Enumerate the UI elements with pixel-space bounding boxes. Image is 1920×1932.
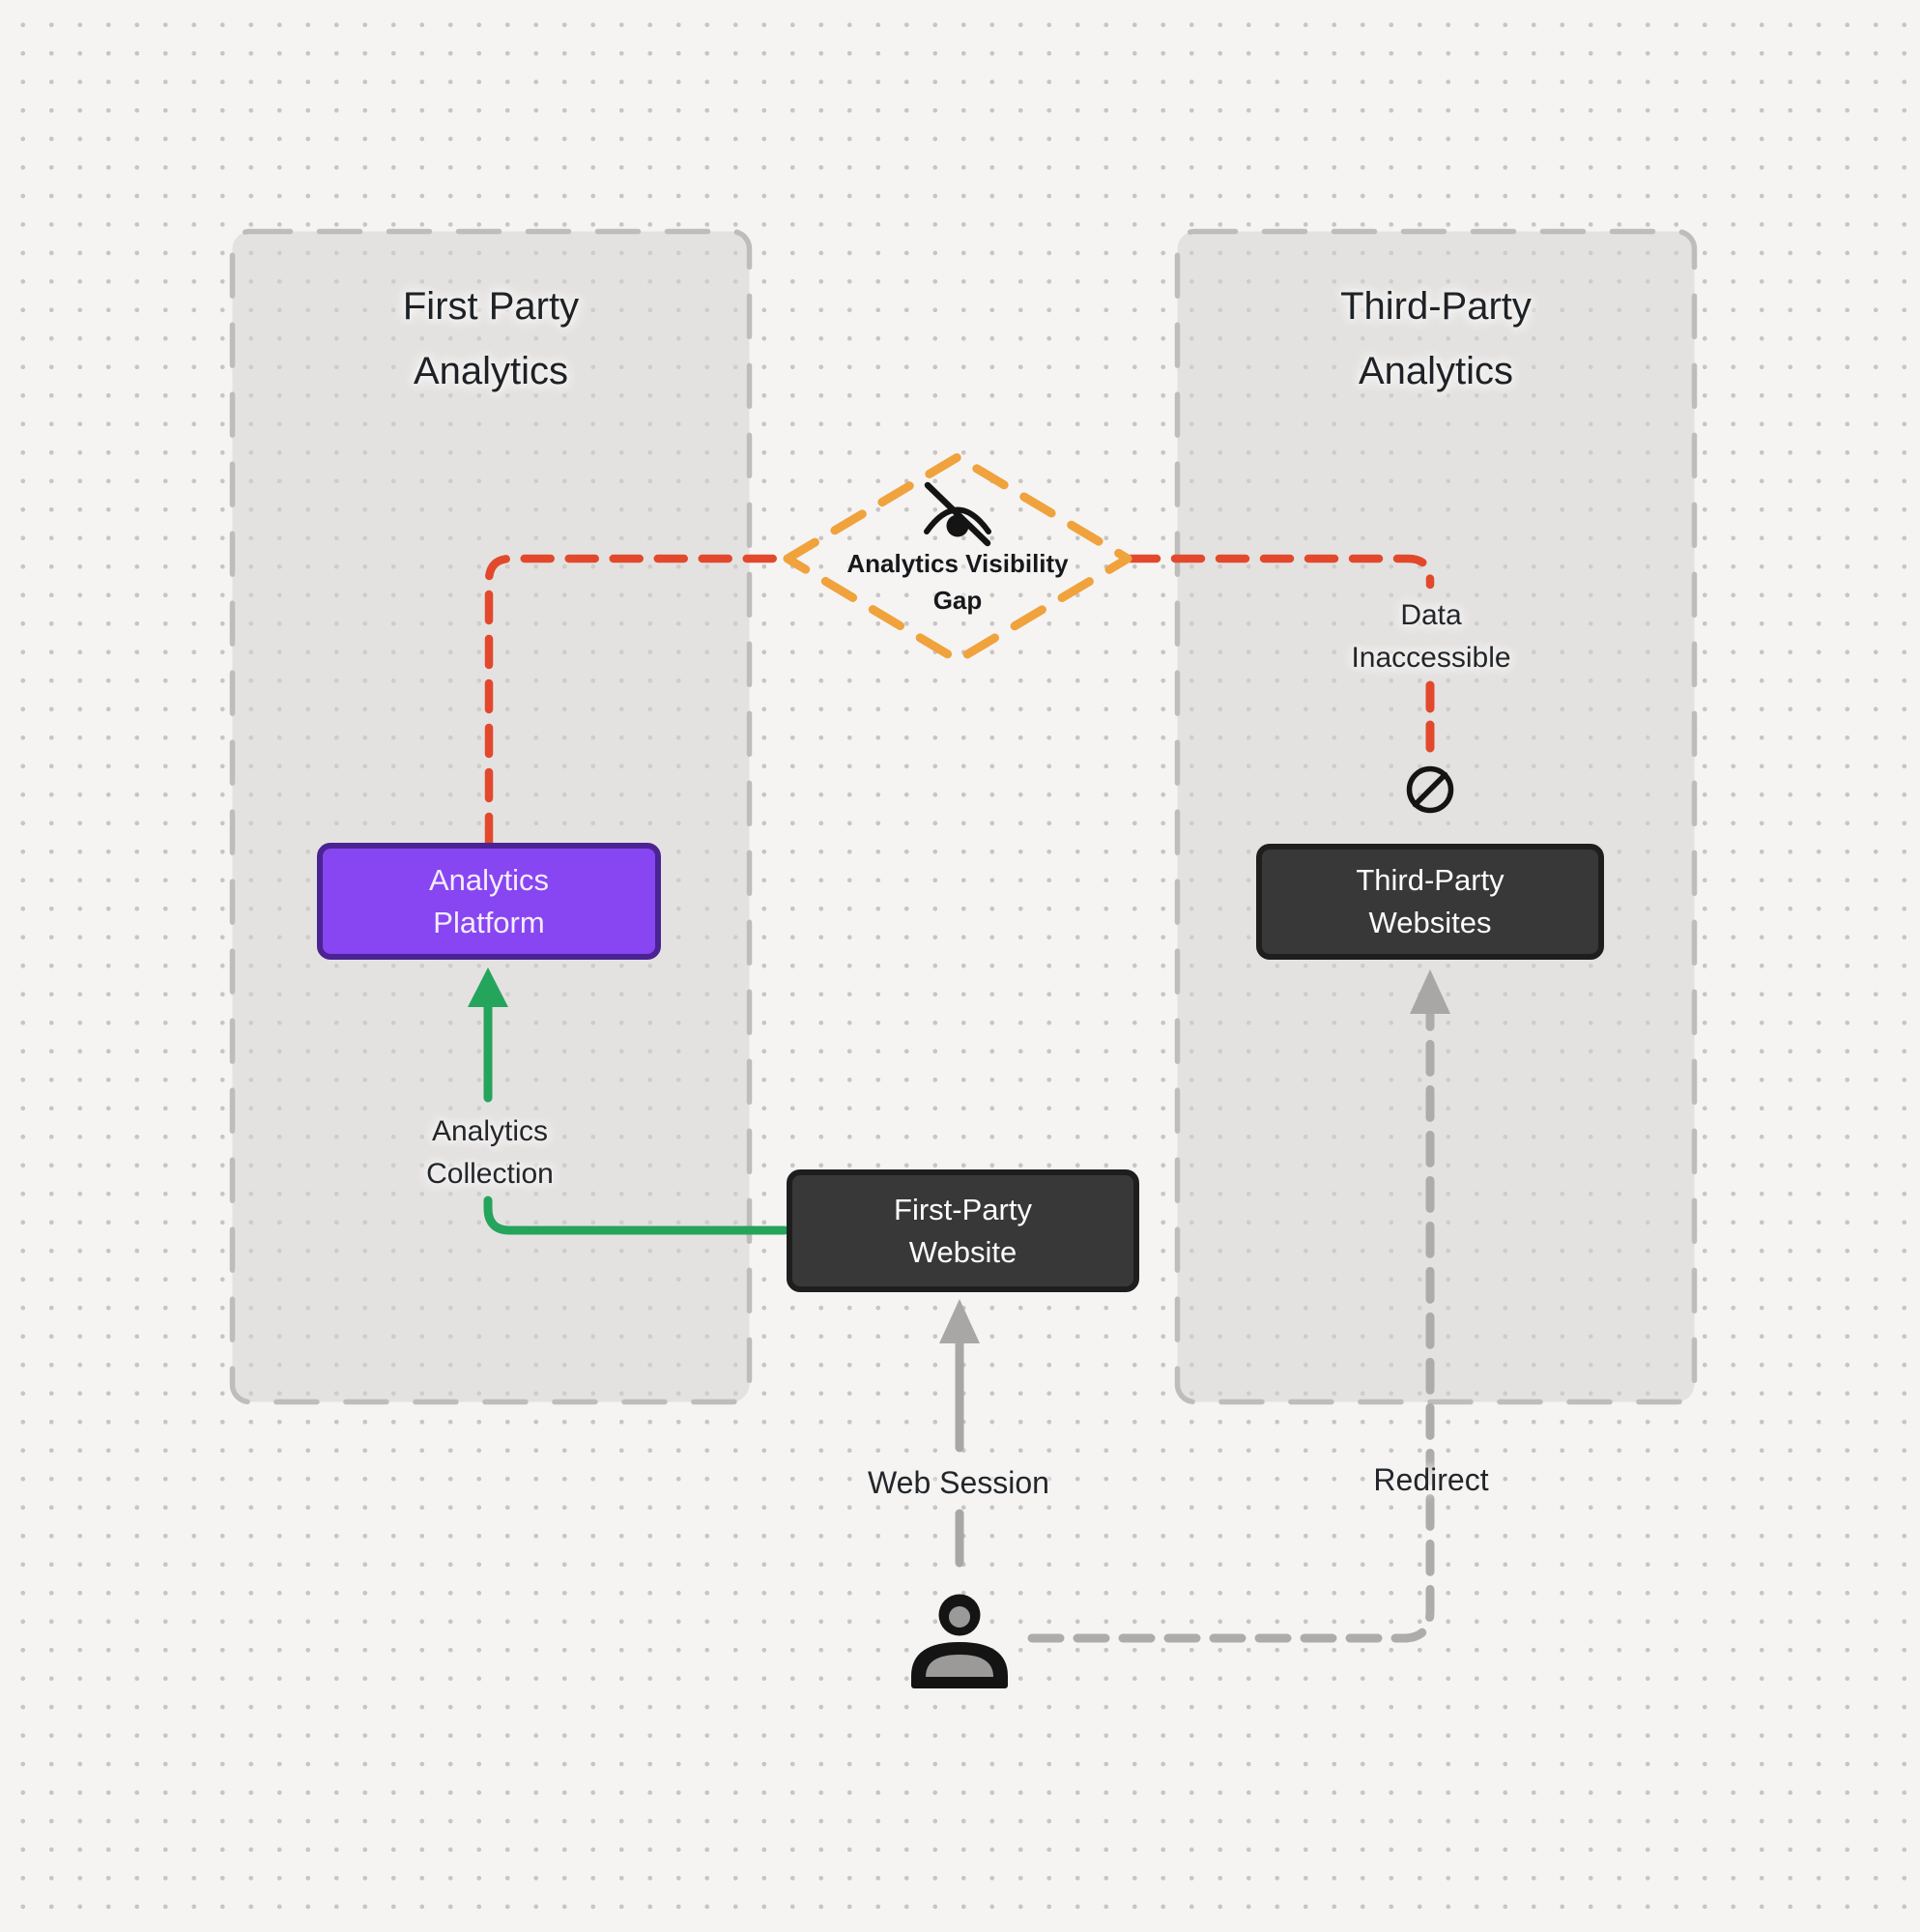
data-inaccessible-line2: Inaccessible bbox=[1351, 642, 1511, 674]
visibility-gap-diamond bbox=[783, 452, 1132, 665]
third-party-websites-node: Third-Party Websites bbox=[1256, 844, 1604, 960]
first-party-website-label-line1: First-Party bbox=[894, 1192, 1032, 1226]
collection-arrowhead bbox=[468, 967, 508, 1007]
web-session-label: Web Session bbox=[868, 1465, 1049, 1500]
third-party-websites-label-line1: Third-Party bbox=[1356, 863, 1504, 897]
visibility-gap-label: Analytics Visibility Gap bbox=[764, 545, 1151, 619]
visibility-gap-label-line1: Analytics Visibility bbox=[846, 549, 1069, 578]
left-panel-title-line2: Analytics bbox=[413, 350, 569, 392]
data-inaccessible-line1: Data bbox=[1400, 599, 1462, 631]
edge-gap-to-data-inaccessible bbox=[1126, 554, 1435, 590]
data-inaccessible-label: Data Inaccessible bbox=[1286, 594, 1576, 679]
first-party-website-label-line2: Website bbox=[908, 1234, 1017, 1269]
first-party-website-node: First-Party Website bbox=[787, 1169, 1139, 1292]
web-session-arrowhead bbox=[939, 1299, 980, 1343]
analytics-platform-node: Analytics Platform bbox=[317, 843, 661, 960]
analytics-collection-line1: Analytics bbox=[431, 1115, 549, 1147]
no-entry-icon bbox=[1406, 765, 1454, 814]
analytics-platform-label-line1: Analytics bbox=[428, 862, 550, 897]
redirect-label: Redirect bbox=[1373, 1462, 1489, 1497]
third-party-websites-label-line2: Websites bbox=[1368, 906, 1492, 939]
analytics-collection-label: Analytics Collection bbox=[345, 1110, 635, 1196]
edge-user-redirect bbox=[1027, 1010, 1435, 1643]
third-party-analytics-container bbox=[1174, 228, 1698, 1405]
edge-platform-to-gap bbox=[484, 554, 789, 848]
edge-website-to-collection bbox=[483, 1196, 789, 1235]
eye-off-icon bbox=[924, 481, 991, 547]
visibility-gap-label-line2: Gap bbox=[932, 586, 983, 615]
analytics-platform-label-line2: Platform bbox=[433, 905, 545, 939]
right-panel-title-line2: Analytics bbox=[1358, 350, 1514, 392]
left-panel-title: First Party Analytics bbox=[230, 274, 752, 404]
analytics-collection-line2: Collection bbox=[426, 1158, 554, 1190]
right-panel-title: Third-Party Analytics bbox=[1175, 274, 1697, 404]
user-icon bbox=[911, 1594, 1008, 1688]
right-panel-title-line1: Third-Party bbox=[1340, 285, 1532, 328]
redirect-arrowhead bbox=[1410, 969, 1450, 1014]
left-panel-title-line1: First Party bbox=[402, 285, 580, 328]
